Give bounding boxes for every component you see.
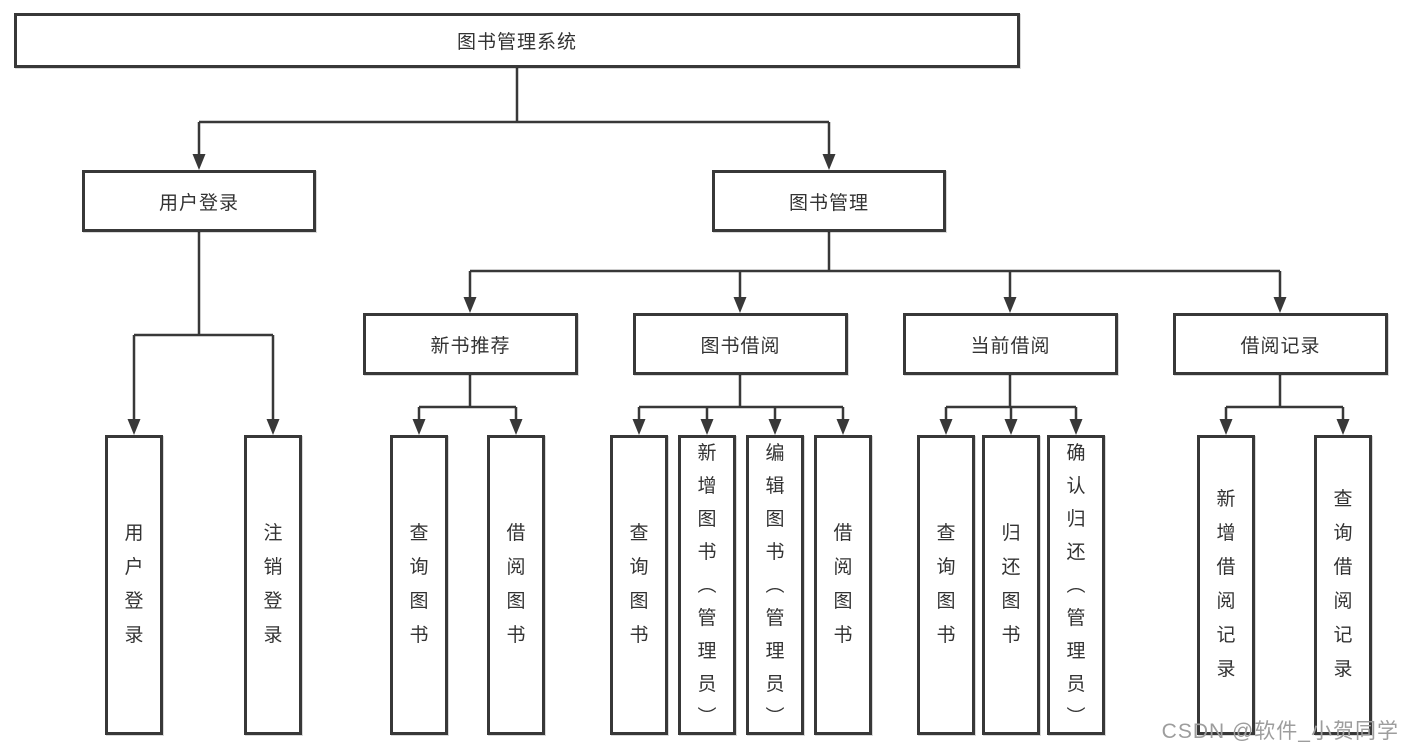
node-label: 查 询 图 书 [629,523,649,646]
node-label: 编 辑 图 书 ︵ 管 理 员 ︶ [765,442,785,728]
node-user-login: 用户登录 [82,170,316,232]
arrow-icon [632,419,646,435]
arrow-icon [822,154,836,170]
connector-userlogin-to-leaves [132,232,275,421]
node-leaf-edit-books-admin: 编 辑 图 书 ︵ 管 理 员 ︶ [746,435,804,735]
node-leaf-query-books-borrow: 查 询 图 书 [610,435,668,735]
node-label: 注 销 登 录 [263,523,283,646]
node-leaf-return-books: 归 还 图 书 [982,435,1040,735]
node-leaf-confirm-return-admin: 确 认 归 还 ︵ 管 理 员 ︶ [1047,435,1105,735]
arrow-icon [412,419,426,435]
node-label: 归 还 图 书 [1001,523,1021,646]
node-borrow-records: 借阅记录 [1173,313,1388,375]
node-label: 确 认 归 还 ︵ 管 理 员 ︶ [1066,442,1086,728]
node-leaf-add-borrow-record: 新 增 借 阅 记 录 [1197,435,1255,735]
arrow-icon [836,419,850,435]
node-root: 图书管理系统 [14,13,1020,68]
arrow-icon [509,419,523,435]
node-leaf-user-login: 用 户 登 录 [105,435,163,735]
arrow-icon [733,297,747,313]
arrow-icon [1004,419,1018,435]
node-label: 新 增 借 阅 记 录 [1216,489,1236,680]
node-leaf-borrow-books-recommend: 借 阅 图 书 [487,435,545,735]
arrow-icon [463,297,477,313]
node-leaf-add-books-admin: 新 增 图 书 ︵ 管 理 员 ︶ [678,435,736,735]
node-leaf-query-borrow-record: 查 询 借 阅 记 录 [1314,435,1372,735]
node-leaf-query-books-recommend: 查 询 图 书 [390,435,448,735]
connector-recommend-to-leaves [417,375,518,421]
connector-bookmgmt-to-level3 [468,232,1282,299]
node-leaf-query-books-current: 查 询 图 书 [917,435,975,735]
node-leaf-logout: 注 销 登 录 [244,435,302,735]
arrow-icon [1069,419,1083,435]
arrow-icon [127,419,141,435]
connector-borrow-to-leaves [637,375,845,421]
node-current-borrow: 当前借阅 [903,313,1118,375]
arrow-icon [700,419,714,435]
node-label: 新 增 图 书 ︵ 管 理 员 ︶ [697,442,717,728]
arrow-icon [192,154,206,170]
node-book-management: 图书管理 [712,170,946,232]
arrow-icon [266,419,280,435]
node-label: 借 阅 图 书 [833,523,853,646]
connector-root-to-level2 [197,68,831,156]
arrow-icon [768,419,782,435]
arrow-icon [1273,297,1287,313]
node-label: 查 询 图 书 [409,523,429,646]
arrow-icon [939,419,953,435]
arrow-icon [1003,297,1017,313]
arrow-icon [1336,419,1350,435]
node-leaf-borrow-books-borrow: 借 阅 图 书 [814,435,872,735]
node-label: 用 户 登 录 [124,523,144,646]
node-label: 查 询 图 书 [936,523,956,646]
node-new-book-recommend: 新书推荐 [363,313,578,375]
arrow-icon [1219,419,1233,435]
connector-records-to-leaves [1224,375,1345,421]
node-label: 查 询 借 阅 记 录 [1333,489,1353,680]
node-book-borrow: 图书借阅 [633,313,848,375]
connector-current-to-leaves [944,375,1078,421]
node-label: 借 阅 图 书 [506,523,526,646]
